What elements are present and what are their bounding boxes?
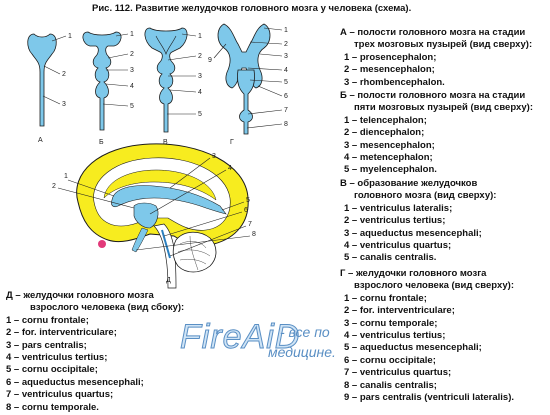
legend-g-item: 6 – cornu occipitale; [344,354,436,366]
legend-g-item: 5 – aqueductus mesencephali; [344,342,482,354]
label-g-2: 2 [284,41,288,48]
legend-g-item: 1 – cornu frontale; [344,292,427,304]
figure-title: Рис. 112. Развитие желудочков головного … [92,3,412,14]
legend-b: Б – полости головного мозга на стадии пя… [340,90,533,177]
panel-g-diagram: 1 2 3 4 5 6 7 8 9 Г [208,23,288,146]
legend-b-item: 3 – mesencephalon; [344,139,435,151]
legend-g-item: 3 – cornu temporale; [344,317,438,329]
panel-letter-d: Д [166,277,171,284]
legend-v: В – образование желудочков головного моз… [340,178,496,265]
label-g-7: 7 [284,107,288,114]
label-b-4: 4 [130,83,134,90]
label-d-8: 8 [252,231,256,238]
label-d-6: 6 [244,207,248,214]
legend-d-item: 8 – cornu temporale. [6,401,99,413]
legend-d-item: 7 – ventriculus quartus; [6,389,114,401]
label-d-1: 1 [64,173,68,180]
watermark-brand: FireAiD [179,318,301,357]
label-b-5: 5 [130,103,134,110]
label-v-2: 2 [198,53,202,60]
label-a-3: 3 [62,101,66,108]
label-d-5: 5 [246,197,250,204]
legend-d-item: 3 – pars centralis; [6,339,87,351]
legend-a-item: 1 – prosencephalon; [344,51,437,63]
label-a-1: 1 [68,33,72,40]
label-d-2: 2 [52,183,56,190]
legend-a-item: 3 – rhombencephalon. [344,76,445,88]
legend-a: А – полости головного мозга на стадии тр… [340,27,532,89]
label-d-4: 4 [228,165,232,172]
watermark: FireAiD - все по медицине. [179,318,335,361]
label-g-4: 4 [284,67,288,74]
panel-letter-v: В [163,139,168,146]
legend-g-item: 4 – ventriculus tertius; [344,330,446,342]
legend-v-item: 1 – ventriculus lateralis; [344,202,453,214]
legend-g-heading-2: взрослого человека (вид сверху): [354,280,514,292]
legend-g-heading-1: Г – желудочки головного мозга [340,268,487,279]
legend-v-heading-2: головного мозга (вид сверху): [354,190,497,202]
label-v-1: 1 [198,33,202,40]
legend-d-item: 5 – cornu occipitale; [6,364,98,376]
legend-g-item: 2 – for. interventriculare; [344,305,455,317]
panel-letter-b: Б [99,139,104,146]
label-g-3: 3 [284,53,288,60]
watermark-tagline-1: - все по [280,324,330,340]
legend-d-item: 4 – ventriculus tertius; [6,352,108,364]
legend-d-item: 2 – for. interventriculare; [6,327,117,339]
legend-d-heading-2: взрослого человека (вид сбоку): [30,302,185,314]
label-d-7: 7 [248,221,252,228]
legend-a-heading-2: трех мозговых пузырей (вид сверху): [354,39,533,51]
label-g-8: 8 [284,121,288,128]
legend-g-item: 7 – ventriculus quartus; [344,367,452,379]
legend-g: Г – желудочки головного мозга взрослого … [340,268,514,404]
panel-b-diagram: 1 2 3 4 5 Б [82,31,134,146]
legend-v-heading-1: В – образование желудочков [340,178,478,189]
legend-g-item: 8 – canalis centralis; [344,379,437,391]
legend-g-item: 9 – pars centralis (ventriculi lateralis… [344,392,515,404]
legend-a-item: 2 – mesencephalon; [344,64,435,76]
legend-v-item: 3 – aqueductus mesencephali; [344,227,482,239]
label-a-2: 2 [62,71,66,78]
label-g-5: 5 [284,79,288,86]
panel-v-diagram: 1 2 3 4 5 В [144,27,202,146]
brain-sagittal-diagram: 1 2 3 4 5 6 7 8 Д [52,143,256,289]
label-g-1: 1 [284,27,288,34]
legend-d-item: 6 – aqueductus mesencephali; [6,376,144,388]
label-g-6: 6 [284,93,288,100]
legend-v-item: 4 – ventriculus quartus; [344,240,452,252]
watermark-tagline-2: медицине. [268,344,336,360]
panel-a-diagram: 1 2 3 А [27,33,72,144]
legend-a-heading-1: А – полости головного мозга на стадии [340,27,526,38]
label-b-3: 3 [130,67,134,74]
label-b-1: 1 [130,31,134,38]
legend-b-heading-1: Б – полости головного мозга на стадии [340,90,526,101]
ventricle-stages-diagram: 1 2 3 А 1 2 3 4 5 Б 1 2 3 4 5 В [27,23,288,146]
legend-b-heading-2: пяти мозговых пузырей (вид сверху): [354,102,534,114]
panel-letter-g: Г [230,139,234,146]
legend-b-item: 5 – myelencephalon. [344,164,437,176]
label-v-4: 4 [198,89,202,96]
legend-b-item: 1 – telencephalon; [344,114,427,126]
legend-v-item: 2 – ventriculus tertius; [344,215,446,227]
label-v-5: 5 [198,111,202,118]
legend-d-heading-1: Д – желудочки головного мозга [6,290,154,301]
legend-b-item: 2 – diencephalon; [344,127,425,139]
label-v-3: 3 [198,73,202,80]
legend-v-item: 5 – canalis centralis. [344,252,437,264]
label-g-9: 9 [208,57,212,64]
legend-d-item: 1 – cornu frontale; [6,314,89,326]
panel-letter-a: А [38,137,43,144]
legend-d: Д – желудочки головного мозга взрослого … [6,290,184,414]
legend-b-item: 4 – metencephalon; [344,152,433,164]
label-b-2: 2 [130,51,134,58]
label-d-3: 3 [212,153,216,160]
